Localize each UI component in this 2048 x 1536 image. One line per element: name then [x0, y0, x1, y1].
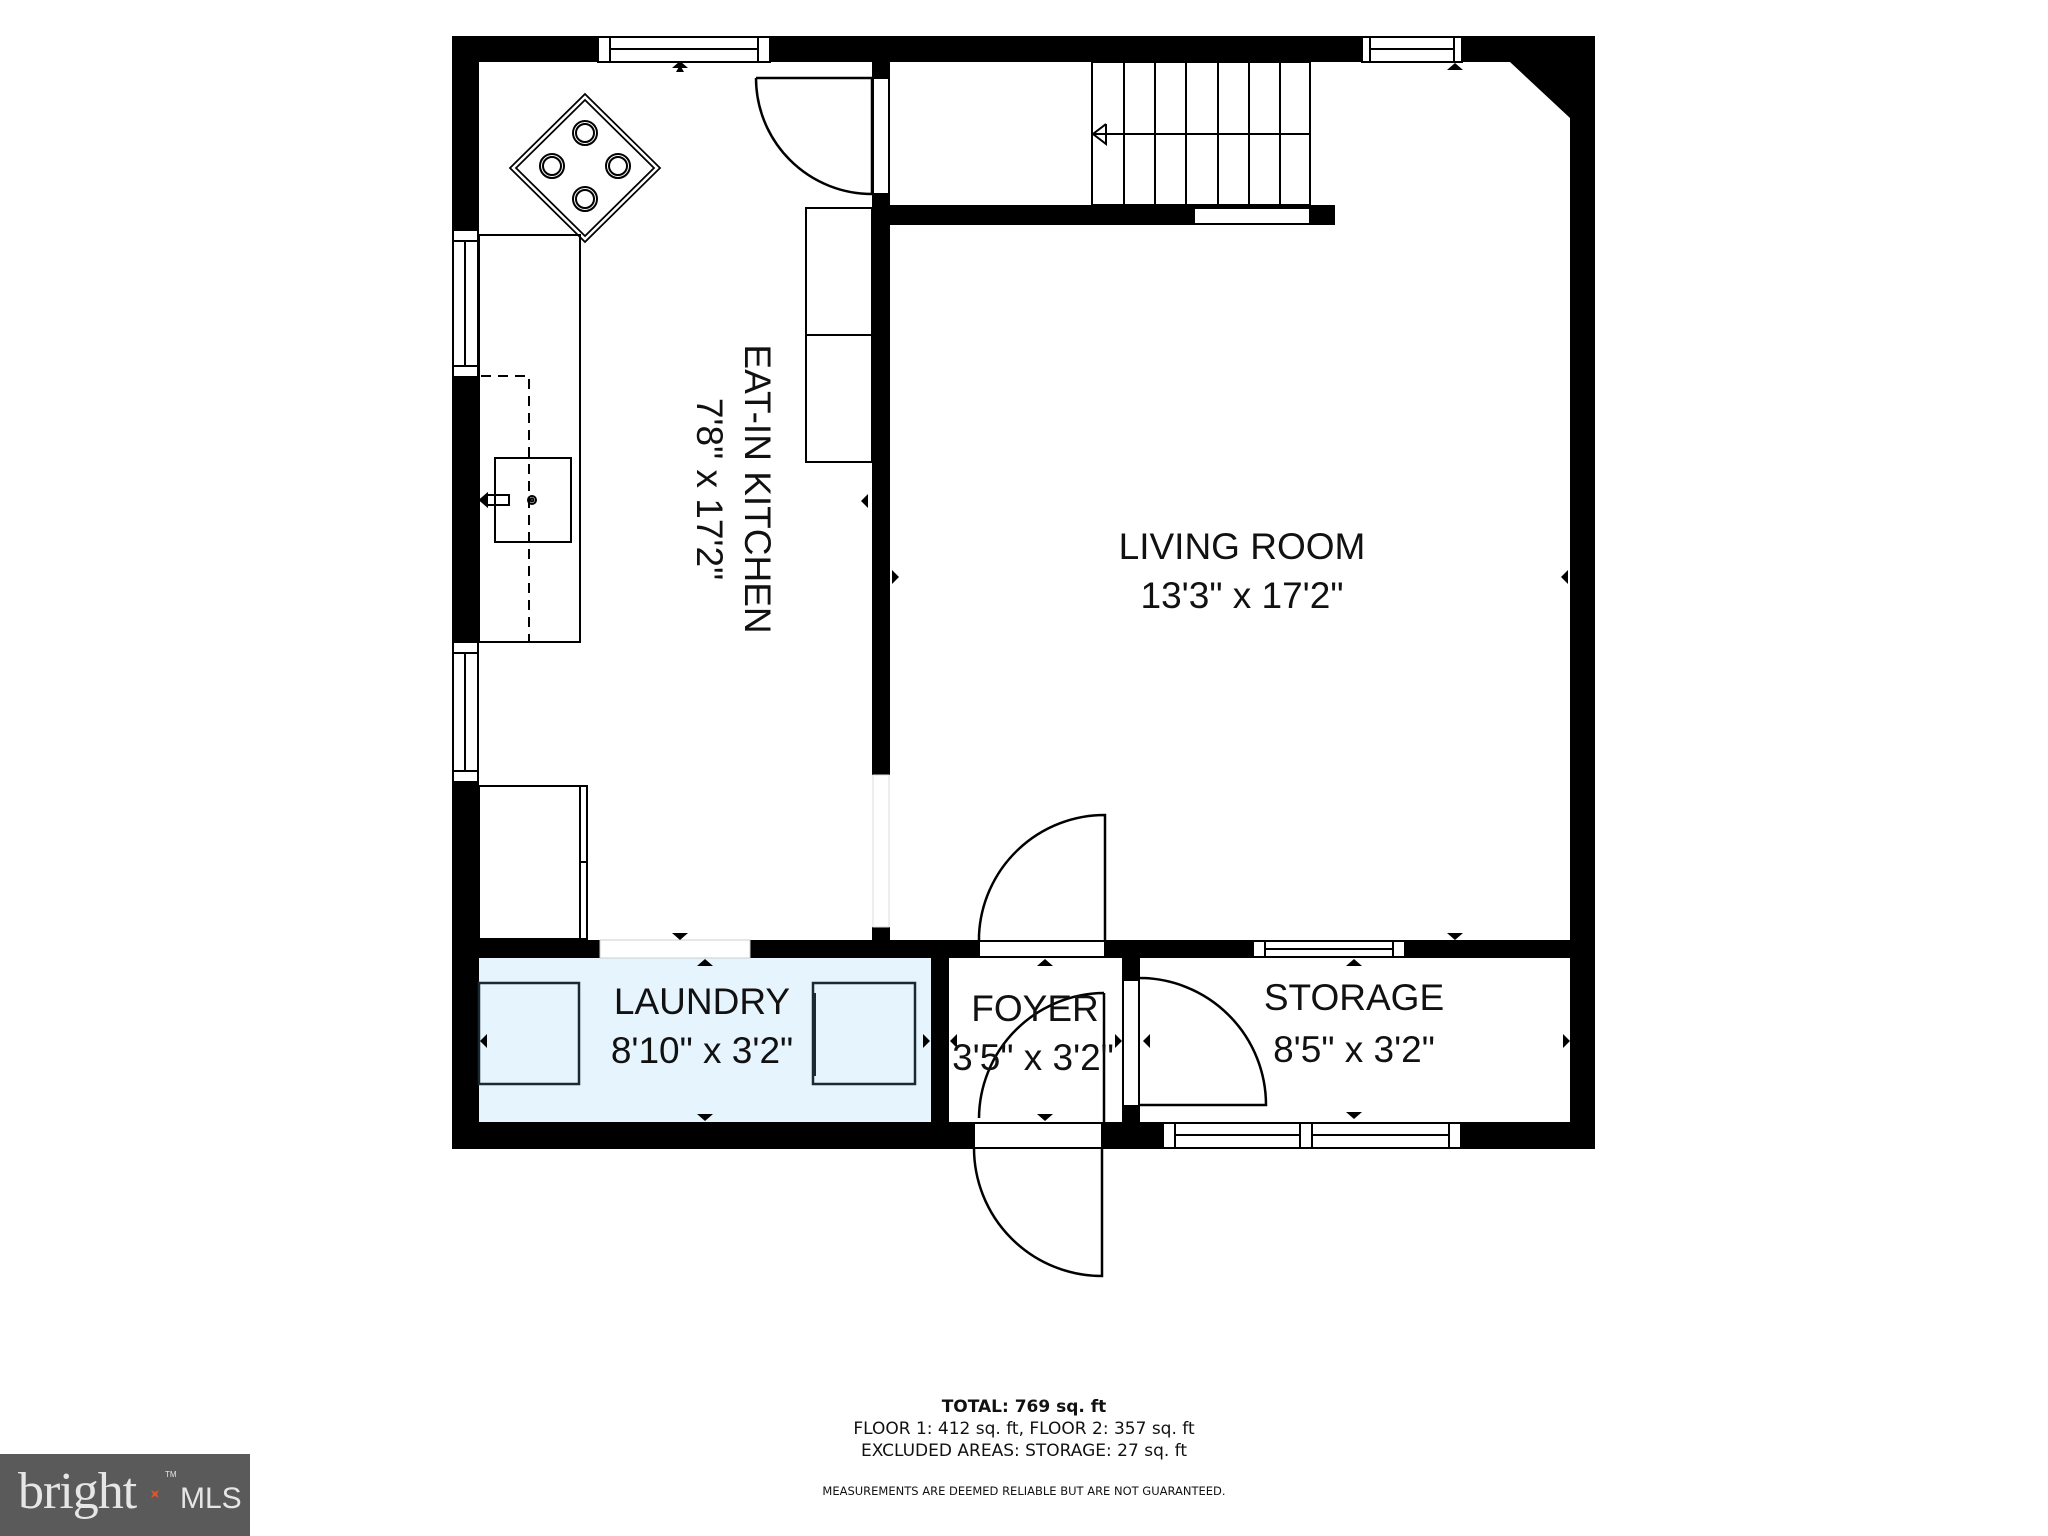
logo-suffix: MLS [180, 1482, 242, 1515]
door-living [977, 813, 1107, 941]
door-foyer-outer [972, 1147, 1104, 1278]
windows [452, 36, 1463, 1149]
floor-areas: FLOOR 1: 412 sq. ft, FLOOR 2: 357 sq. ft [853, 1419, 1195, 1439]
washer [477, 981, 581, 1086]
burner-icon [539, 120, 631, 212]
storage-dims: 8'5" x 3'2" [1273, 1029, 1435, 1070]
disclaimer: MEASUREMENTS ARE DEEMED RELIABLE BUT ARE… [822, 1484, 1226, 1498]
storage-name: STORAGE [1264, 977, 1444, 1018]
total-area: TOTAL: 769 sq. ft [941, 1397, 1107, 1417]
living-dims: 13'3" x 17'2" [1141, 575, 1344, 616]
stove [508, 92, 662, 244]
star-icon [147, 1486, 163, 1502]
living-name: LIVING ROOM [1119, 526, 1366, 567]
laundry-dims: 8'10" x 3'2" [611, 1030, 793, 1071]
faucet-icon [486, 494, 510, 506]
door-swings [754, 76, 1268, 1278]
logo-brand: bright [18, 1463, 137, 1520]
door-storage [1138, 976, 1268, 1107]
kitchen-label: EAT-IN KITCHEN 7'8" x 17'2" [689, 344, 778, 633]
sink [494, 457, 572, 543]
kitchen-name: EAT-IN KITCHEN [737, 344, 778, 633]
kitchen-dims: 7'8" x 17'2" [689, 398, 730, 580]
laundry-name: LAUNDRY [614, 981, 790, 1022]
refrigerator [478, 785, 588, 940]
laundry-machines [477, 981, 917, 1086]
logo-trademark: TM [165, 1470, 177, 1479]
foyer-name: FOYER [971, 988, 1098, 1029]
counter-left [478, 234, 581, 643]
stairs-arrow-icon [1091, 123, 1107, 147]
stairs [1091, 61, 1311, 225]
counter-right [805, 207, 873, 463]
door-foyer-inner [977, 991, 1106, 1122]
door-kitchen [754, 76, 874, 196]
openings [599, 77, 1140, 1149]
excluded-areas: EXCLUDED AREAS: STORAGE: 27 sq. ft [860, 1441, 1188, 1461]
dimension-markers [480, 61, 1570, 1121]
laundry-floor [479, 958, 931, 1123]
bright-mls-logo: bright TM MLS [0, 1454, 250, 1536]
foyer-dims: 3'5" x 3'2" [952, 1037, 1114, 1078]
